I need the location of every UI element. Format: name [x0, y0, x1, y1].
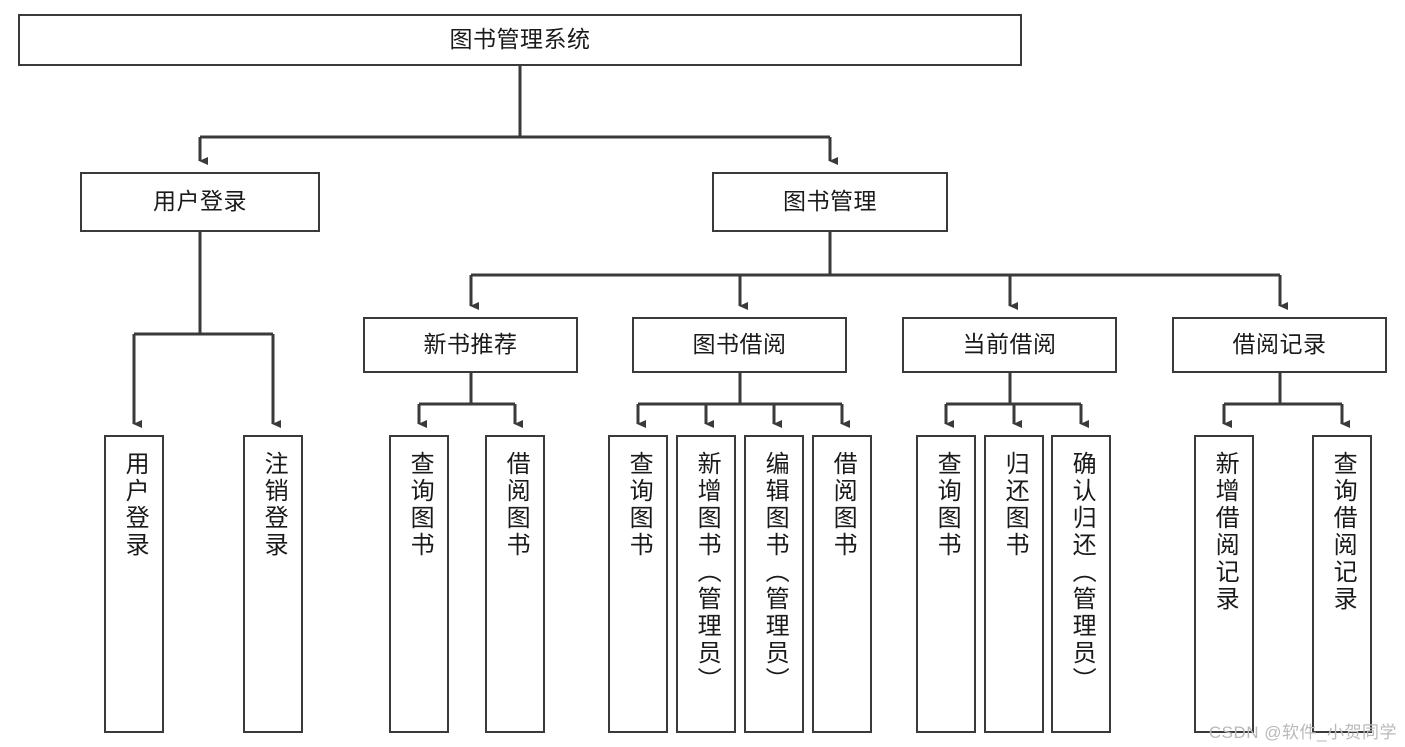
node-label: 图书借阅: [692, 331, 787, 358]
node-leaf-c-confirm[interactable]: 确认归还（管理员）: [1051, 435, 1111, 733]
node-label: 图书管理: [783, 188, 877, 215]
node-label: 查询图书: [625, 451, 653, 559]
node-label: 编辑图书（管理员）: [761, 451, 789, 694]
node-label: 借阅记录: [1232, 331, 1327, 358]
node-leaf-c-query[interactable]: 查询图书: [916, 435, 976, 733]
node-leaf-r-add[interactable]: 新增借阅记录: [1194, 435, 1254, 733]
node-leaf-b-query[interactable]: 查询图书: [608, 435, 668, 733]
node-current[interactable]: 当前借阅: [902, 317, 1117, 373]
watermark-text: CSDN @软件_小贺同学: [1208, 723, 1397, 742]
node-root[interactable]: 图书管理系统: [18, 14, 1022, 66]
node-label: 用户登录: [153, 188, 247, 215]
node-leaf-user-logout[interactable]: 注销登录: [243, 435, 303, 733]
node-leaf-b-add[interactable]: 新增图书（管理员）: [676, 435, 736, 733]
node-label: 归还图书: [1001, 451, 1029, 559]
node-label: 用户登录: [121, 451, 149, 559]
node-label: 借阅图书: [502, 451, 530, 559]
node-bookmgmt[interactable]: 图书管理: [712, 172, 948, 232]
node-leaf-b-edit[interactable]: 编辑图书（管理员）: [744, 435, 804, 733]
node-label: 查询借阅记录: [1329, 451, 1357, 613]
node-label: 新书推荐: [423, 331, 518, 358]
node-leaf-r-query[interactable]: 查询借阅记录: [1312, 435, 1372, 733]
node-label: 注销登录: [260, 451, 288, 559]
node-label: 查询图书: [406, 451, 434, 559]
node-label: 当前借阅: [962, 331, 1057, 358]
node-leaf-new-query[interactable]: 查询图书: [389, 435, 449, 733]
node-leaf-b-borrow[interactable]: 借阅图书: [812, 435, 872, 733]
node-records[interactable]: 借阅记录: [1172, 317, 1387, 373]
node-label: 新增借阅记录: [1211, 451, 1239, 613]
node-leaf-c-return[interactable]: 归还图书: [984, 435, 1044, 733]
node-login[interactable]: 用户登录: [80, 172, 320, 232]
node-leaf-new-borrow[interactable]: 借阅图书: [485, 435, 545, 733]
node-label: 借阅图书: [829, 451, 857, 559]
node-leaf-user-login[interactable]: 用户登录: [104, 435, 164, 733]
node-newbook[interactable]: 新书推荐: [363, 317, 578, 373]
node-label: 确认归还（管理员）: [1068, 451, 1096, 694]
node-borrow[interactable]: 图书借阅: [632, 317, 847, 373]
node-label: 查询图书: [933, 451, 961, 559]
node-label: 图书管理系统: [449, 26, 591, 53]
node-label: 新增图书（管理员）: [693, 451, 721, 694]
